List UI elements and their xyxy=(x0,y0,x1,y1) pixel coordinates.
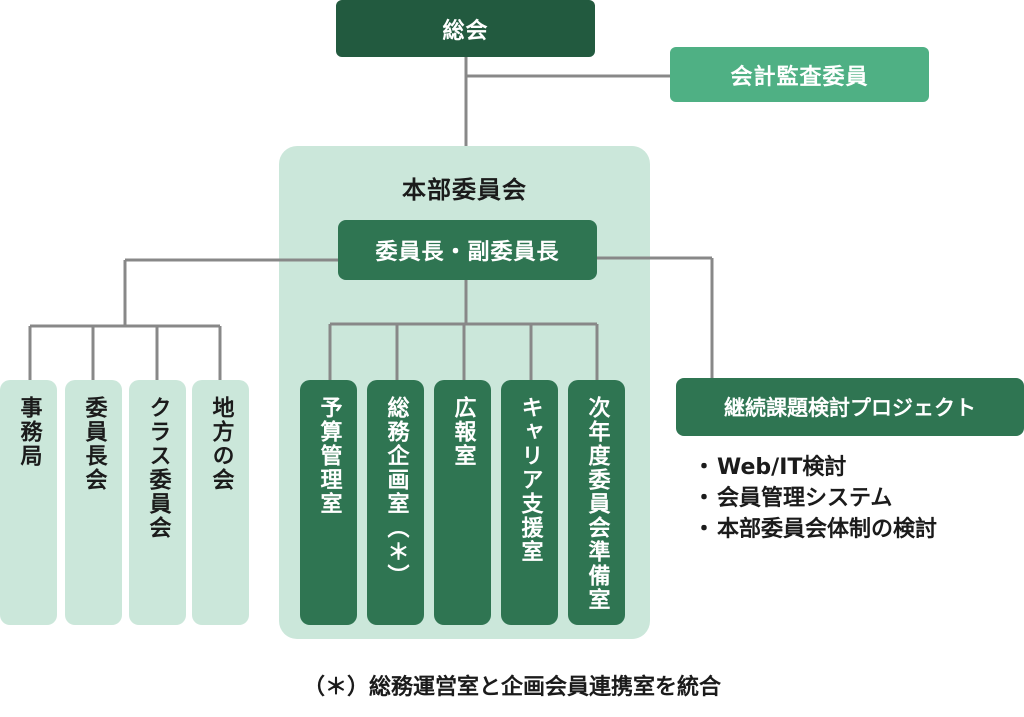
audit-committee-box: 会計監査委員 xyxy=(670,47,929,102)
project-item: ・Web/IT検討 xyxy=(693,455,847,480)
left-unit-label: 地方の会 xyxy=(208,396,234,492)
inner-unit-label: 広報室 xyxy=(450,396,476,468)
inner-unit-label: 総務企画室（＊） xyxy=(383,396,409,588)
inner-unit-next-year-prep: 次年度委員会準備室 xyxy=(568,380,625,625)
left-unit-regional-groups: 地方の会 xyxy=(192,380,249,625)
continuing-project-box: 継続課題検討プロジェクト xyxy=(676,378,1024,436)
project-item: ・会員管理システム xyxy=(693,486,893,511)
project-items-list: ・Web/IT検討 ・会員管理システム ・本部委員会体制の検討 xyxy=(693,452,937,545)
general-assembly-label: 総会 xyxy=(442,18,489,44)
inner-unit-general-planning: 総務企画室（＊） xyxy=(367,380,424,625)
left-unit-chairs-council: 委員長会 xyxy=(65,380,122,625)
project-item: ・本部委員会体制の検討 xyxy=(693,517,938,542)
left-unit-label: 事務局 xyxy=(16,396,42,468)
left-unit-secretariat: 事務局 xyxy=(0,380,57,625)
audit-committee-label: 会計監査委員 xyxy=(730,64,869,90)
inner-unit-label: 予算管理室 xyxy=(316,396,342,516)
inner-unit-label: キャリア支援室 xyxy=(517,396,543,564)
footnote: （＊）総務運営室と企画会員連携室を統合 xyxy=(302,675,721,700)
continuing-project-label: 継続課題検討プロジェクト xyxy=(724,396,976,420)
inner-unit-label: 次年度委員会準備室 xyxy=(584,396,610,612)
inner-unit-public-relations: 広報室 xyxy=(434,380,491,625)
head-committee-title: 本部委員会 xyxy=(402,176,527,204)
chairs-box: 委員長・副委員長 xyxy=(338,220,597,280)
inner-unit-career-support: キャリア支援室 xyxy=(501,380,558,625)
chairs-label: 委員長・副委員長 xyxy=(375,240,560,265)
left-unit-label: 委員長会 xyxy=(81,396,107,492)
left-unit-class-committee: クラス委員会 xyxy=(129,380,186,625)
left-unit-label: クラス委員会 xyxy=(145,396,171,540)
inner-unit-budget: 予算管理室 xyxy=(300,380,357,625)
general-assembly-box: 総会 xyxy=(336,0,595,57)
